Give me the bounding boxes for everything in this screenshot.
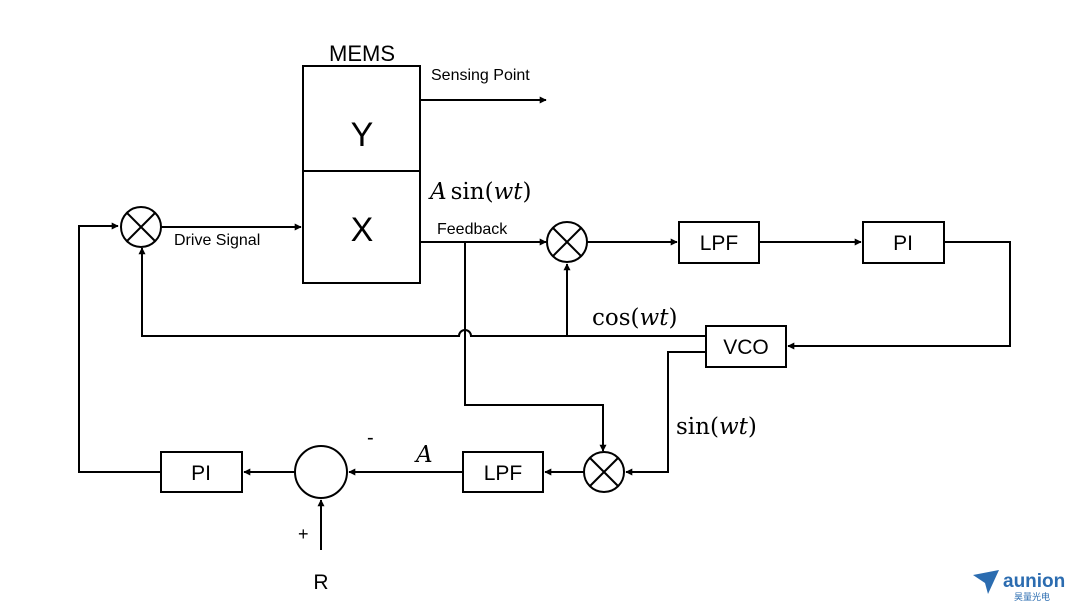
sensing-point-label: Sensing Point xyxy=(431,67,530,84)
aunion-logo: aunion 昊量光电 xyxy=(973,570,1065,603)
drive-multiplier-cross-b xyxy=(126,212,156,242)
mems-x-label: X xyxy=(351,211,374,249)
summing-junction xyxy=(294,445,348,499)
bottom-multiplier-cross-b xyxy=(589,457,619,487)
drive-multiplier xyxy=(120,206,162,248)
vco-block xyxy=(705,325,787,368)
pi-top-label: PI xyxy=(893,232,913,255)
pi-to-vco-wire xyxy=(787,241,1011,350)
sin-wt-label: sin(wt) xyxy=(676,414,757,440)
pi-bottom-block xyxy=(160,451,243,493)
logo-subtext: 昊量光电 xyxy=(1014,591,1050,603)
bottom-multiplier xyxy=(583,451,625,493)
plus-sign: + xyxy=(298,524,309,544)
lpf-top-label: LPF xyxy=(700,232,739,255)
sin-wt-wire xyxy=(625,351,706,476)
minus-sign: - xyxy=(367,427,374,449)
feedback-label: Feedback xyxy=(437,221,508,238)
lpf-bottom-block xyxy=(462,451,544,493)
logo-text: aunion xyxy=(1003,571,1065,592)
paper-plane-icon xyxy=(973,570,999,594)
pi-to-drive-mult-wire xyxy=(78,222,161,473)
amplitude-label: A xyxy=(414,442,433,468)
top-multiplier xyxy=(546,221,588,263)
reference-label: R xyxy=(313,571,328,594)
mems-y-label: Y xyxy=(351,116,374,154)
mems-outline xyxy=(302,65,421,284)
mems-title: MEMS xyxy=(329,41,395,66)
top-multiplier-cross-b xyxy=(552,227,582,257)
drive-signal-label: Drive Signal xyxy=(174,232,260,249)
cos-wt-label: cos(wt) xyxy=(592,305,677,331)
vco-label: VCO xyxy=(723,336,769,359)
feedback-tap-wire xyxy=(464,242,607,452)
pi-bottom-label: PI xyxy=(191,462,211,485)
lpf-bottom-label: LPF xyxy=(484,462,523,485)
mems-block: MEMS Y X xyxy=(302,41,421,284)
pi-top-block xyxy=(862,221,945,264)
